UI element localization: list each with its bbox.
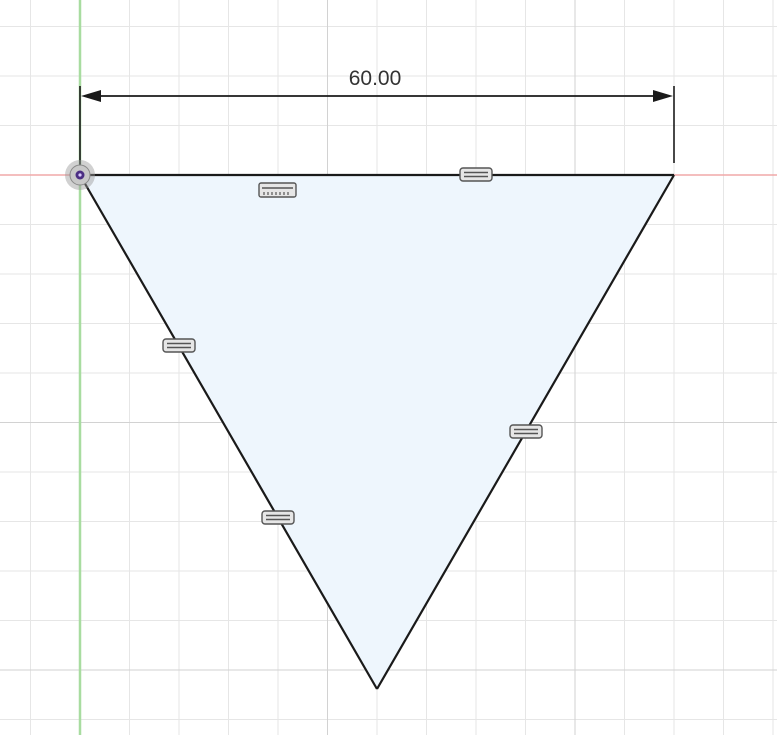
sketch-line-left[interactable] [79, 174, 378, 690]
equal-constraint-icon[interactable] [162, 338, 196, 353]
dimension-value[interactable]: 60.00 [349, 67, 402, 90]
equal-constraint-icon[interactable] [509, 424, 543, 439]
origin-point[interactable] [65, 160, 95, 190]
dimension-arrow-right-icon [653, 90, 673, 102]
equal-constraint-icon[interactable] [459, 167, 493, 182]
dimension-arrow-left-icon [81, 90, 101, 102]
equal-constraint-icon[interactable] [261, 510, 295, 525]
triangle-profile[interactable] [80, 175, 674, 689]
linear-dimension[interactable]: 60.00 [79, 67, 675, 172]
horizontal-constraint-icon[interactable] [258, 182, 297, 198]
